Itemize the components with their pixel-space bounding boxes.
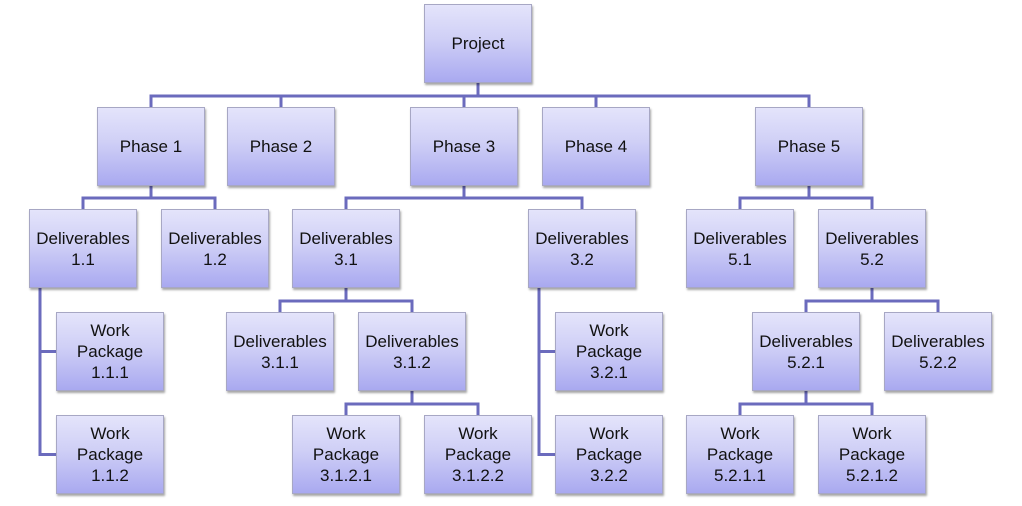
node-work-package-3-2-1: Work Package 3.2.1	[555, 312, 663, 391]
node-work-package-5-2-1-2: Work Package 5.2.1.2	[818, 415, 926, 494]
node-deliverables-1-2: Deliverables 1.2	[161, 209, 269, 288]
node-label: Phase 4	[564, 137, 628, 156]
node-work-package-1-1-2: Work Package 1.1.2	[56, 415, 164, 494]
node-label: Phase 3	[432, 137, 496, 156]
node-label: Work Package 3.1.2.2	[444, 424, 512, 485]
node-deliverables-5-2-2: Deliverables 5.2.2	[884, 312, 992, 391]
node-deliverables-3-1-1: Deliverables 3.1.1	[226, 312, 334, 391]
node-deliverables-5-1: Deliverables 5.1	[686, 209, 794, 288]
node-work-package-3-1-2-1: Work Package 3.1.2.1	[292, 415, 400, 494]
node-phase-1: Phase 1	[97, 107, 205, 186]
node-label: Deliverables 5.1	[693, 228, 787, 269]
node-label: Phase 5	[777, 137, 841, 156]
node-label: Phase 2	[249, 137, 313, 156]
node-work-package-3-2-2: Work Package 3.2.2	[555, 415, 663, 494]
node-phase-4: Phase 4	[542, 107, 650, 186]
node-label: Deliverables 1.2	[168, 228, 262, 269]
node-label: Project	[451, 34, 505, 53]
node-label: Work Package 5.2.1.1	[706, 424, 774, 485]
node-label: Deliverables 3.1.2	[365, 331, 459, 372]
node-deliverables-3-1: Deliverables 3.1	[292, 209, 400, 288]
node-deliverables-5-2-1: Deliverables 5.2.1	[752, 312, 860, 391]
node-deliverables-3-2: Deliverables 3.2	[528, 209, 636, 288]
node-label: Work Package 1.1.2	[76, 424, 144, 485]
node-label: Deliverables 1.1	[36, 228, 130, 269]
node-work-package-1-1-1: Work Package 1.1.1	[56, 312, 164, 391]
node-label: Phase 1	[119, 137, 183, 156]
node-work-package-3-1-2-2: Work Package 3.1.2.2	[424, 415, 532, 494]
node-label: Deliverables 3.1	[299, 228, 393, 269]
node-label: Deliverables 3.1.1	[233, 331, 327, 372]
node-label: Work Package 3.1.2.1	[312, 424, 380, 485]
node-project: Project	[424, 4, 532, 83]
node-label: Deliverables 5.2	[825, 228, 919, 269]
node-label: Deliverables 5.2.2	[891, 331, 985, 372]
node-label: Deliverables 3.2	[535, 228, 629, 269]
node-work-package-5-2-1-1: Work Package 5.2.1.1	[686, 415, 794, 494]
node-deliverables-1-1: Deliverables 1.1	[29, 209, 137, 288]
node-label: Work Package 1.1.1	[76, 321, 144, 382]
node-phase-3: Phase 3	[410, 107, 518, 186]
node-label: Work Package 3.2.1	[575, 321, 643, 382]
node-deliverables-5-2: Deliverables 5.2	[818, 209, 926, 288]
node-label: Deliverables 5.2.1	[759, 331, 853, 372]
node-label: Work Package 3.2.2	[575, 424, 643, 485]
node-phase-5: Phase 5	[755, 107, 863, 186]
node-label: Work Package 5.2.1.2	[838, 424, 906, 485]
node-deliverables-3-1-2: Deliverables 3.1.2	[358, 312, 466, 391]
node-phase-2: Phase 2	[227, 107, 335, 186]
